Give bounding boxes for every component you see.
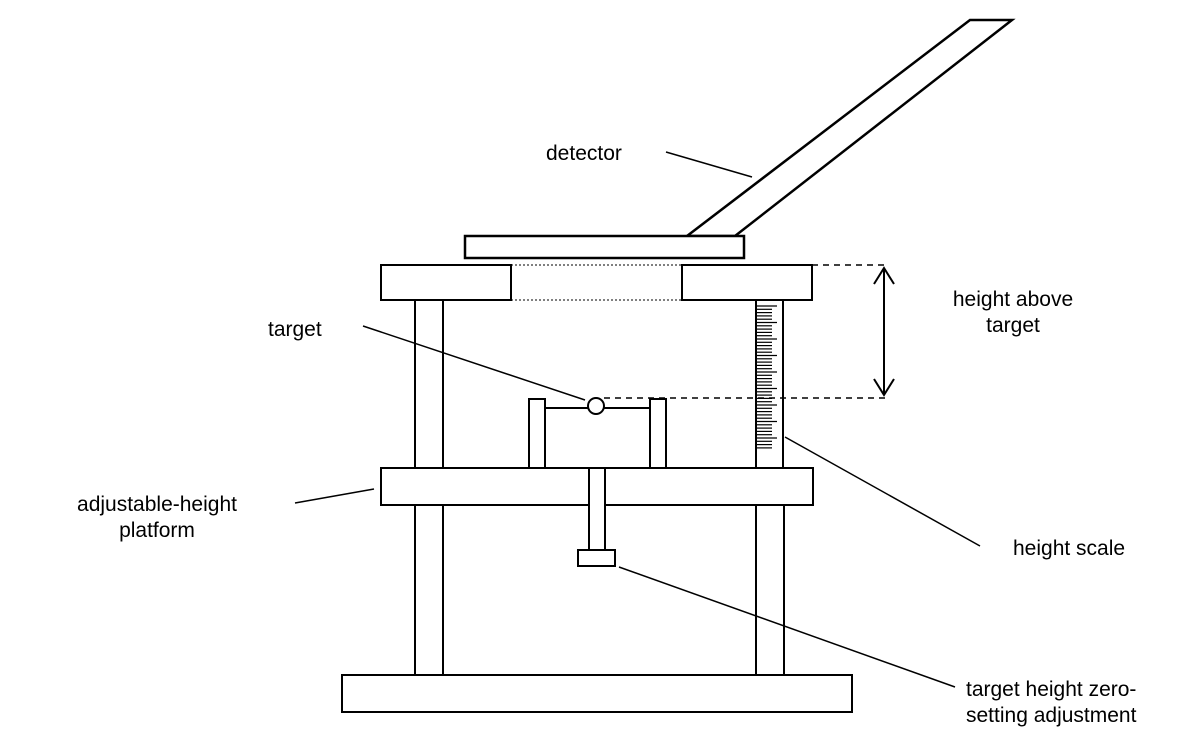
adjustable-platform-label: adjustable-height platform — [52, 492, 262, 544]
detector-leader — [665, 151, 753, 178]
detector-arm — [683, 18, 1016, 238]
target-label: target — [268, 318, 322, 341]
left-upper-leg — [414, 299, 444, 469]
height-scale-ticks — [756, 305, 777, 449]
right-lower-leg — [755, 504, 785, 676]
base-plate — [341, 674, 853, 713]
top-plate-left — [380, 264, 512, 301]
zero-setting-label: target height zero- setting adjustment — [966, 677, 1136, 729]
zero-setting-knob — [577, 549, 616, 567]
height-above-target-label: height above target — [918, 287, 1108, 339]
detector-plate — [463, 234, 746, 260]
target-holder-right-post — [649, 398, 667, 469]
target-leader — [362, 325, 586, 401]
height-arrow-head-top — [873, 266, 895, 285]
height-above-target-line-2: target — [986, 314, 1040, 337]
zero-setting-leader — [618, 566, 956, 688]
zero-setting-line-1: target height zero- — [966, 678, 1137, 701]
target-holder-left-post — [528, 398, 546, 469]
platform-leader — [294, 488, 375, 504]
height-above-target-line-1: height above — [952, 288, 1074, 311]
height-arrow-head-bottom — [873, 378, 895, 397]
zero-setting-line-2: setting adjustment — [966, 704, 1137, 727]
adjustable-platform-line-1: adjustable-height — [77, 493, 237, 516]
adjustable-platform-line-2: platform — [119, 519, 195, 542]
top-plate-right — [681, 264, 813, 301]
height-scale-column — [755, 299, 784, 469]
height-scale-label: height scale — [1013, 537, 1126, 560]
zero-setting-shaft — [588, 467, 606, 551]
left-lower-leg — [414, 504, 444, 676]
target-sphere — [587, 397, 605, 415]
detector-label: detector — [546, 142, 622, 165]
height-scale-leader — [784, 436, 981, 547]
